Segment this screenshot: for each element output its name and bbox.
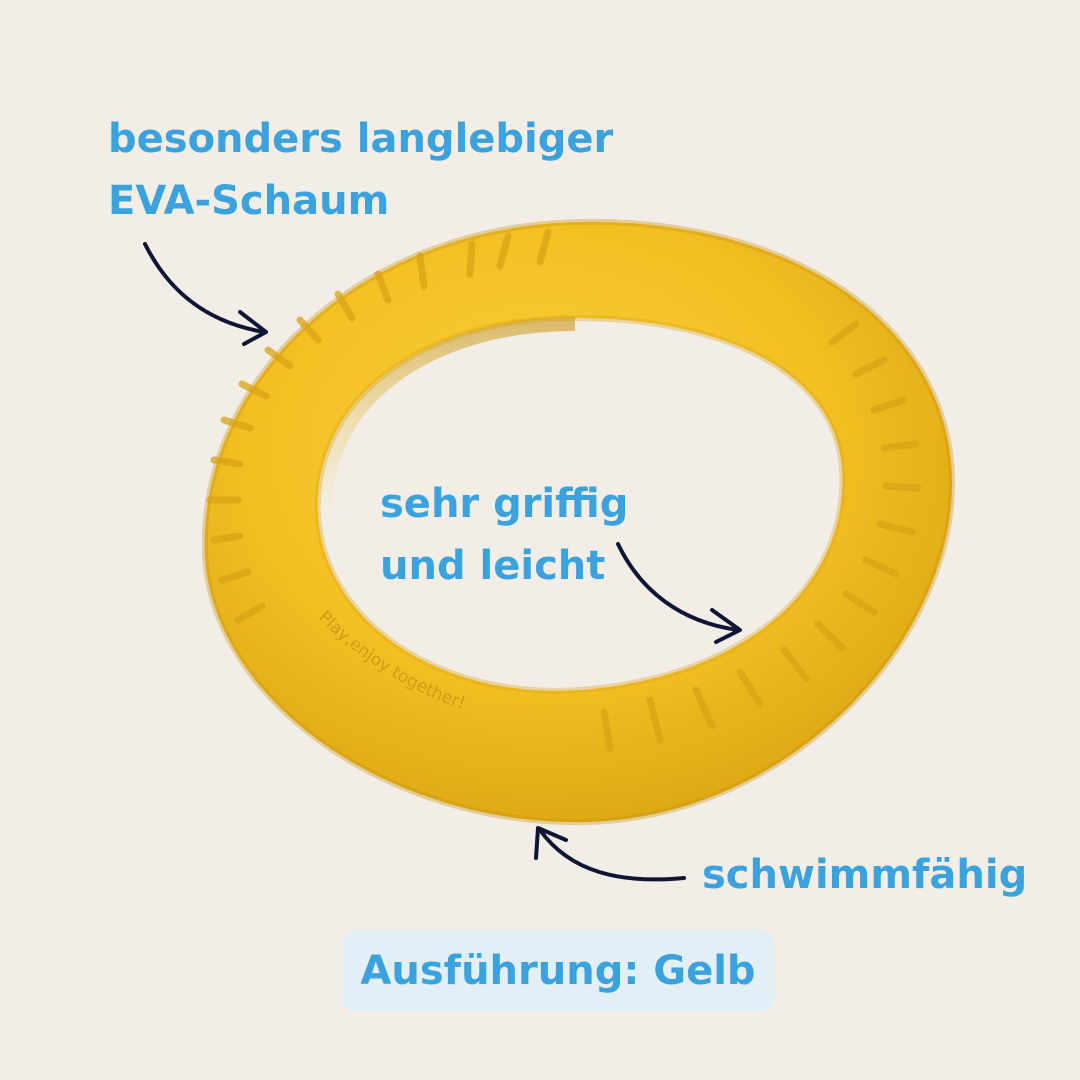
arrow-to-ring-bottom	[534, 826, 686, 882]
grip-light-annotation: sehr griffig und leicht	[380, 473, 628, 597]
grip-light-line-2: und leicht	[380, 543, 606, 589]
durable-foam-line-1: besonders langlebiger	[108, 116, 614, 162]
arrow-to-ring-top	[143, 242, 268, 346]
floats-text: schwimmfähig	[702, 852, 1028, 898]
floats-annotation: schwimmfähig	[702, 844, 1027, 906]
grip-ridges	[206, 228, 922, 752]
variant-label: Ausführung: Gelb	[360, 948, 756, 994]
durable-foam-line-2: EVA-Schaum	[108, 178, 390, 224]
variant-badge: Ausführung: Gelb	[342, 930, 774, 1012]
arrow-to-ring-inner	[616, 542, 742, 644]
grip-light-line-1: sehr griffig	[380, 481, 629, 527]
durable-foam-annotation: besonders langlebiger EVA-Schaum	[108, 108, 613, 232]
